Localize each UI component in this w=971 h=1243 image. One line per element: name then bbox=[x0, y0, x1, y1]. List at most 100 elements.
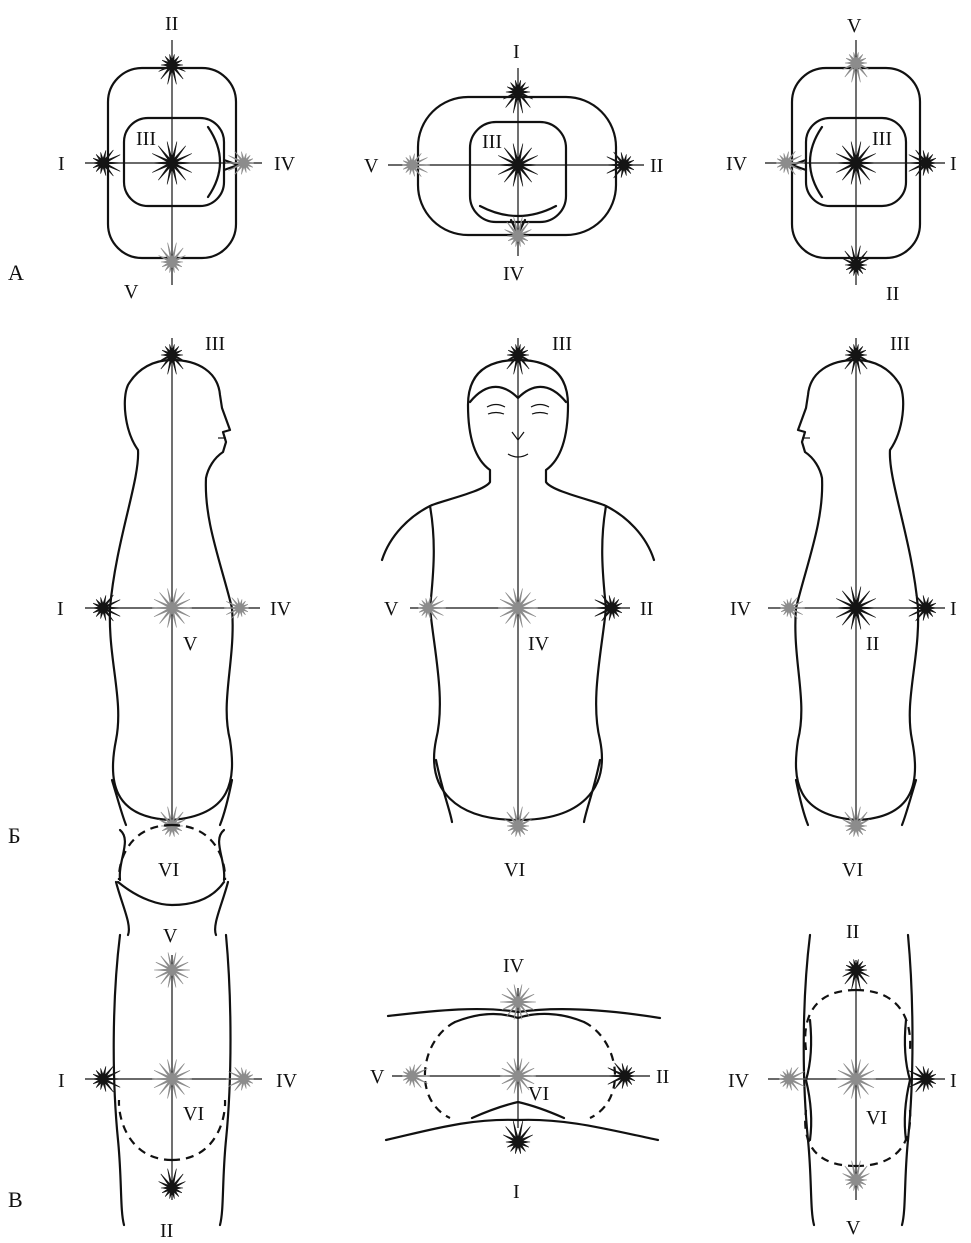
body-outline bbox=[110, 360, 233, 820]
projection-label: I bbox=[58, 153, 65, 175]
projection-label: II bbox=[165, 13, 178, 35]
panel-b2: III V IV II VI bbox=[382, 333, 654, 881]
projection-label: II bbox=[866, 633, 879, 655]
star-shape bbox=[604, 152, 635, 178]
projection-label: V bbox=[846, 1217, 861, 1239]
projection-label: IV bbox=[503, 263, 525, 285]
dashed-contour bbox=[584, 1022, 615, 1118]
projection-label: III bbox=[482, 131, 502, 153]
panel-a3: V IV III I II bbox=[726, 15, 957, 305]
star-shape bbox=[779, 1067, 807, 1090]
projection-label: II bbox=[886, 283, 899, 305]
dashed-contour bbox=[425, 1022, 455, 1118]
projection-label: VI bbox=[866, 1107, 887, 1129]
eye-outline bbox=[208, 127, 220, 197]
star-shape bbox=[226, 151, 254, 174]
panel-c2: IV V II VI I bbox=[370, 955, 669, 1203]
projection-label: IV bbox=[730, 598, 752, 620]
projection-label: VI bbox=[504, 859, 525, 881]
body-outline bbox=[114, 935, 124, 1225]
star-marker bbox=[418, 596, 446, 619]
row-label-a: А bbox=[8, 260, 24, 285]
eyebrow bbox=[487, 405, 505, 408]
projection-label: II bbox=[656, 1066, 669, 1088]
star-shape bbox=[418, 596, 446, 619]
star-marker bbox=[226, 151, 254, 174]
projection-label: V bbox=[183, 633, 198, 655]
eyebrow bbox=[531, 405, 549, 408]
projection-label: VI bbox=[528, 1083, 549, 1105]
projection-label: IV bbox=[276, 1070, 298, 1092]
projection-label: I bbox=[950, 153, 957, 175]
dashed-contour bbox=[856, 990, 910, 1050]
arm-line bbox=[606, 506, 654, 560]
star-marker bbox=[402, 153, 430, 176]
eye bbox=[532, 413, 548, 415]
star-marker bbox=[605, 1063, 636, 1089]
organ-contour bbox=[118, 882, 224, 905]
eye-outline bbox=[810, 127, 822, 197]
projection-label: V bbox=[847, 15, 862, 37]
projection-label: I bbox=[513, 1181, 520, 1203]
star-shape bbox=[402, 153, 430, 176]
organ-contour bbox=[455, 1014, 584, 1022]
panel-b3: III IV II I VI bbox=[730, 333, 957, 881]
star-marker bbox=[906, 150, 937, 176]
projection-label: VI bbox=[183, 1103, 204, 1125]
projection-label: III bbox=[205, 333, 225, 355]
projection-label: I bbox=[950, 598, 957, 620]
star-shape bbox=[92, 595, 123, 621]
dashed-contour bbox=[805, 990, 856, 1050]
projection-label: VI bbox=[842, 859, 863, 881]
star-shape bbox=[776, 151, 804, 174]
star-marker bbox=[906, 595, 937, 621]
star-marker bbox=[780, 598, 805, 619]
star-shape bbox=[906, 150, 937, 176]
star-shape bbox=[592, 595, 623, 621]
projection-label: I bbox=[950, 1070, 957, 1092]
panel-a1: II I III IV V bbox=[58, 13, 296, 303]
projection-label: II bbox=[640, 598, 653, 620]
star-marker bbox=[779, 1067, 807, 1090]
row-label-v: В bbox=[8, 1187, 23, 1212]
projection-label: IV bbox=[528, 633, 550, 655]
projection-label: IV bbox=[270, 598, 292, 620]
leg-line bbox=[584, 760, 600, 822]
projection-label: IV bbox=[274, 153, 296, 175]
leg-line bbox=[220, 780, 232, 825]
body-outline bbox=[220, 935, 231, 1225]
projection-label: V bbox=[364, 155, 379, 177]
row-label-b: Б bbox=[8, 823, 21, 848]
projection-label: V bbox=[370, 1066, 385, 1088]
panel-a2: I V III II IV bbox=[364, 41, 663, 285]
projection-label: III bbox=[872, 128, 892, 150]
star-shape bbox=[780, 598, 805, 619]
star-marker bbox=[92, 1066, 123, 1092]
projection-label: I bbox=[513, 41, 520, 63]
projection-label: I bbox=[58, 1070, 65, 1092]
projection-label: II bbox=[846, 921, 859, 943]
star-marker bbox=[224, 598, 249, 619]
projection-label: IV bbox=[726, 153, 748, 175]
star-marker bbox=[592, 595, 623, 621]
dashed-contour bbox=[119, 1100, 172, 1160]
eye-outline bbox=[792, 160, 806, 170]
eye bbox=[488, 413, 504, 415]
star-shape bbox=[224, 598, 249, 619]
projection-label: II bbox=[650, 155, 663, 177]
arm-line bbox=[382, 506, 430, 560]
projection-label: V bbox=[163, 925, 178, 947]
projection-label: IV bbox=[503, 955, 525, 977]
projection-label: VI bbox=[158, 859, 179, 881]
projection-label: V bbox=[124, 281, 139, 303]
projection-label: III bbox=[136, 128, 156, 150]
star-shape bbox=[92, 1066, 123, 1092]
panel-c1: V I IV VI II bbox=[58, 825, 298, 1242]
leg-line bbox=[796, 780, 808, 825]
dashed-contour bbox=[805, 1110, 856, 1166]
panel-c3: II IV I VI V bbox=[728, 921, 957, 1239]
projection-label: V bbox=[384, 598, 399, 620]
projection-label: II bbox=[160, 1220, 173, 1242]
panel-b1: III I V IV VI bbox=[57, 333, 292, 881]
